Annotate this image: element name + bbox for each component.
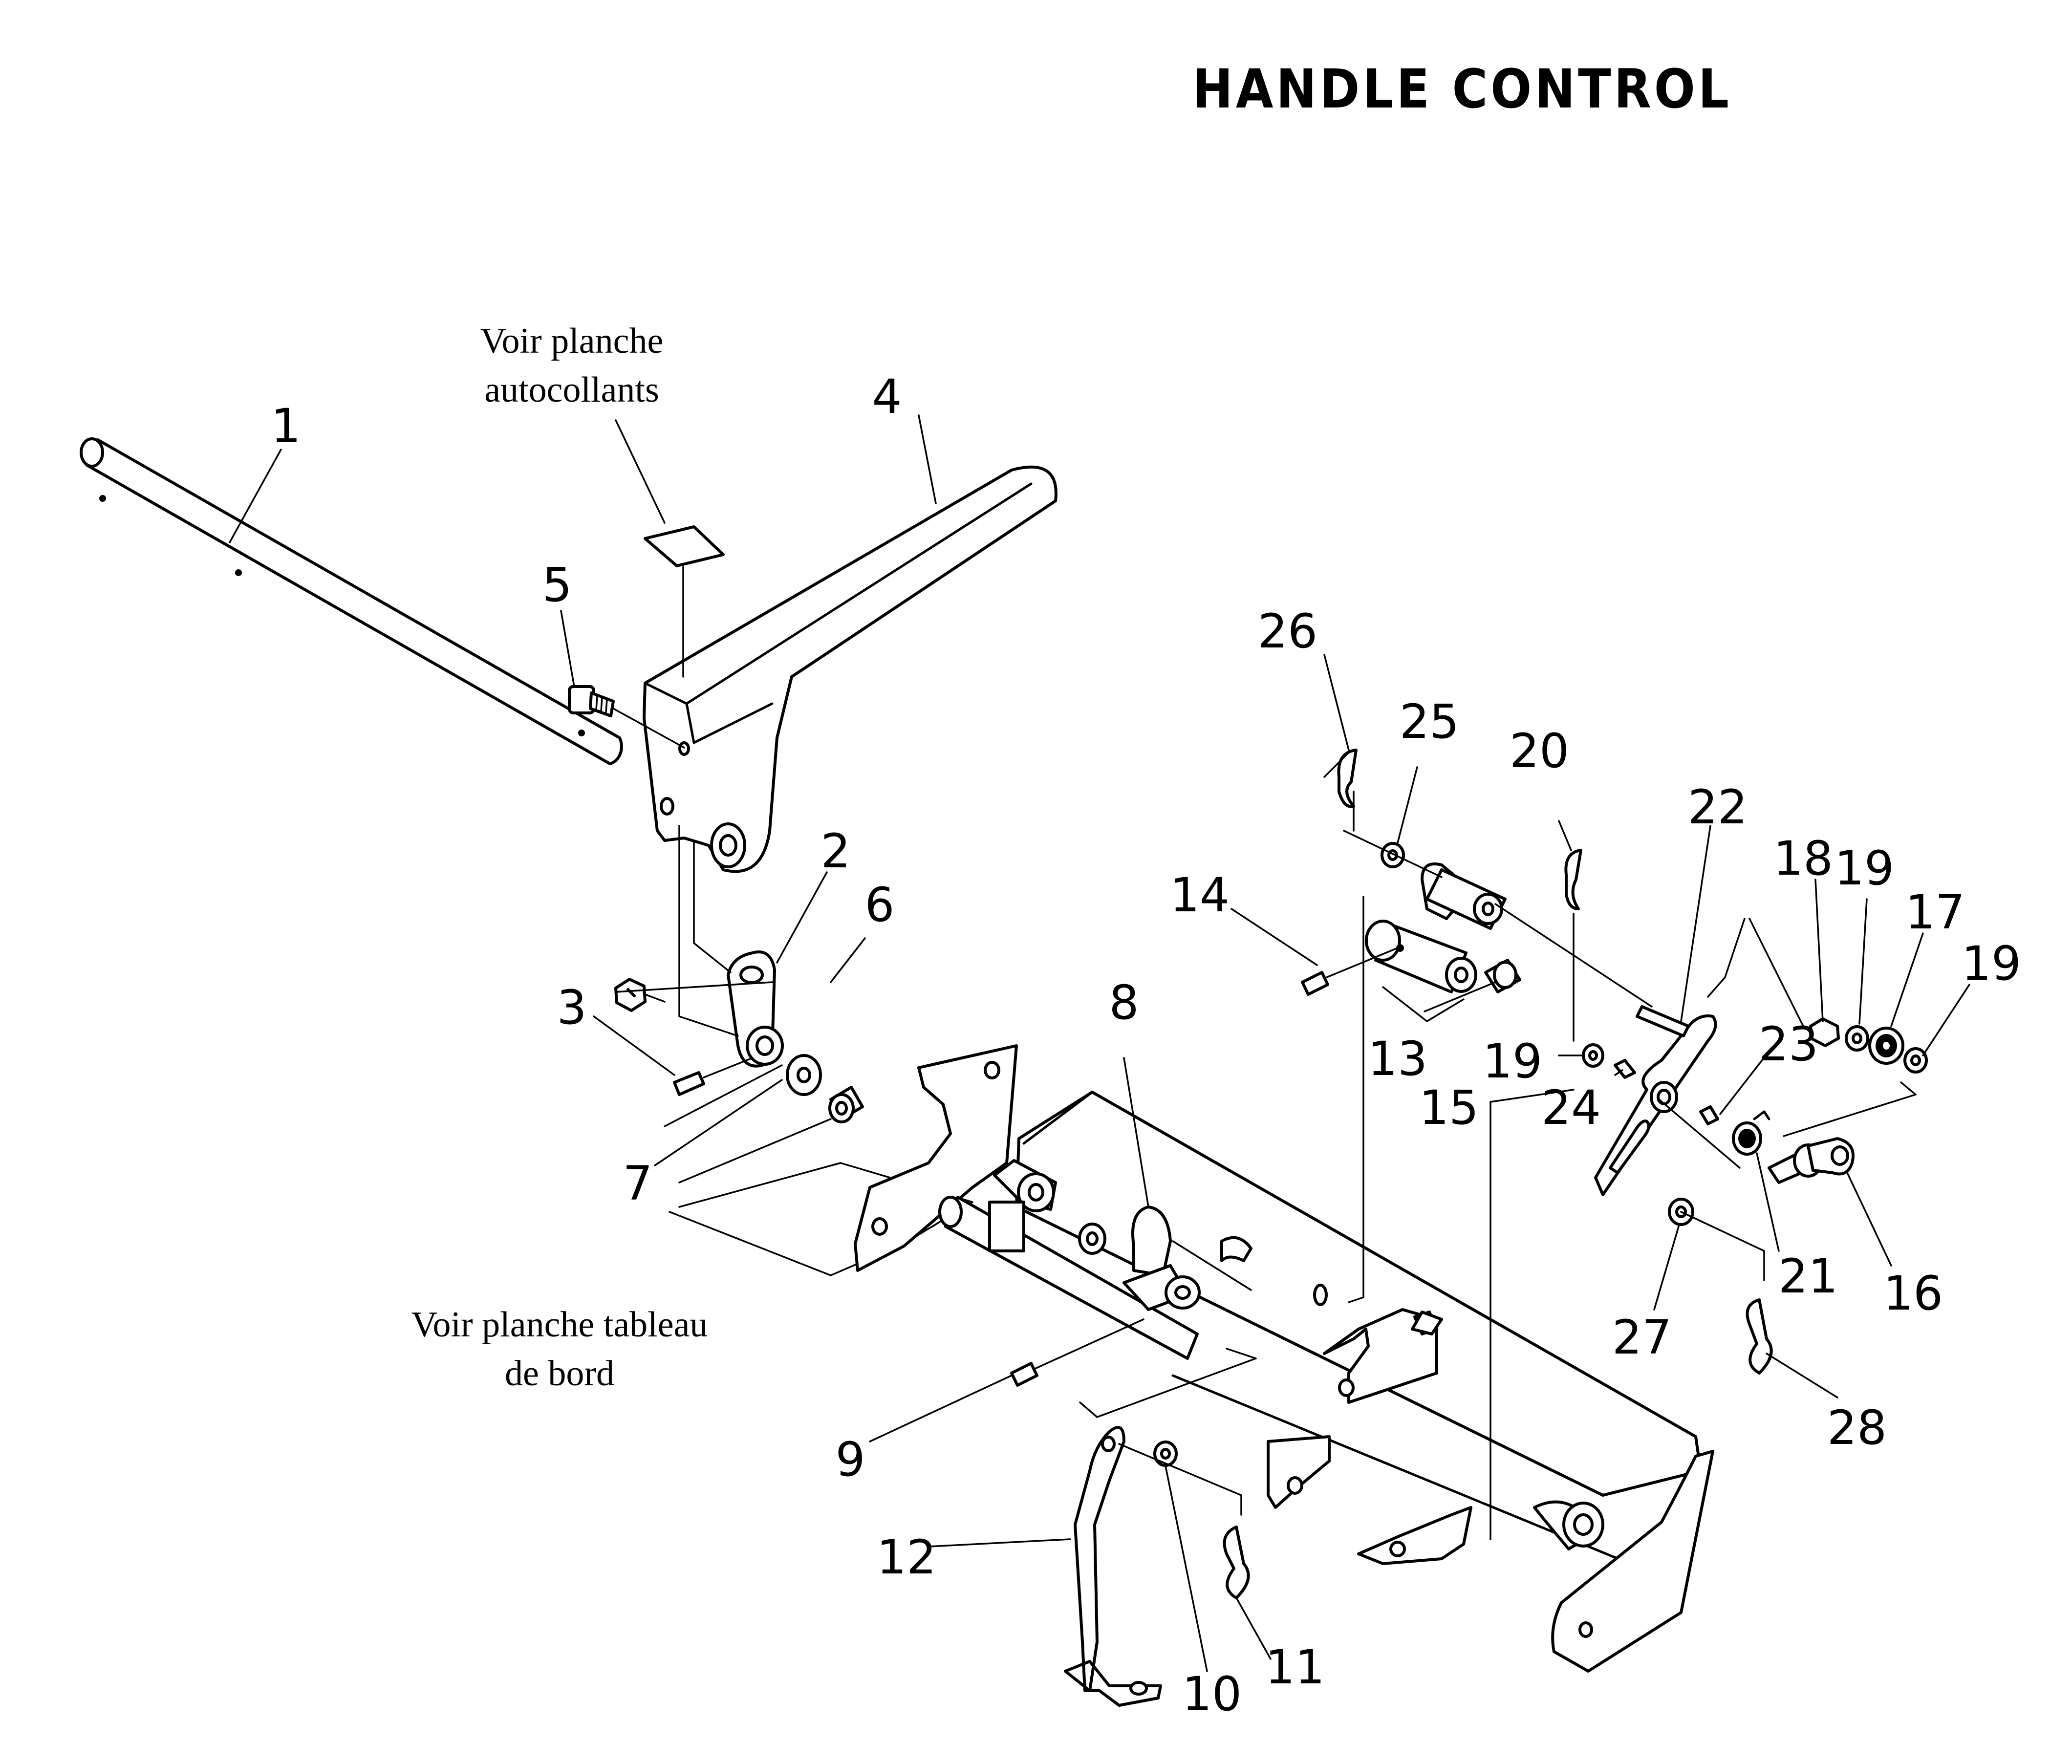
part-23-spacer	[1699, 1105, 1719, 1125]
callout-18: 18	[1773, 831, 1833, 886]
callout-14: 14	[1170, 868, 1230, 923]
retaining-clip	[1220, 1236, 1252, 1262]
callout-19-top: 19	[1835, 841, 1894, 896]
part-7-washer-bushing	[786, 1054, 864, 1123]
callout-8: 8	[1109, 975, 1139, 1030]
callout-26: 26	[1258, 604, 1317, 659]
part-28-clip	[1746, 1298, 1773, 1375]
page-title: HANDLE CONTROL	[1192, 58, 1732, 120]
main-cross-member	[1015, 1091, 1702, 1570]
callout-13: 13	[1368, 1032, 1427, 1086]
part-8-arm-bracket	[1078, 1205, 1201, 1311]
part-12-lower-arm	[1064, 1426, 1162, 1707]
part-5-bolt	[568, 685, 615, 717]
lower-right-bracket	[1357, 1506, 1472, 1565]
part-16-pivot-pin	[1768, 1137, 1855, 1184]
callout-28: 28	[1827, 1400, 1887, 1455]
part-21-spring	[1732, 1110, 1770, 1156]
callout-10: 10	[1182, 1667, 1242, 1721]
callout-11: 11	[1265, 1640, 1325, 1695]
callout-numbers: 1 2 3 4 5 6 7 8 9 10 11 12 13 14 15 16 1…	[271, 369, 2021, 1721]
callout-6: 6	[864, 878, 894, 932]
part-6-nut	[614, 978, 647, 1012]
callout-2: 2	[820, 824, 850, 879]
callout-4: 4	[872, 369, 902, 424]
part-4-handle-lever	[643, 465, 1058, 873]
part-14-pin	[1301, 971, 1329, 996]
callout-23: 23	[1759, 1017, 1818, 1072]
callout-9: 9	[835, 1432, 865, 1487]
slot-hole	[1313, 1284, 1328, 1306]
callout-16: 16	[1883, 1266, 1943, 1321]
note-decals-line2: autocollants	[484, 370, 659, 410]
part-13-arm-pivot	[1365, 862, 1507, 993]
part-11-clip	[1223, 1526, 1250, 1599]
callout-25: 25	[1400, 694, 1459, 749]
note-dashboard-line2: de bord	[505, 1354, 614, 1394]
callout-24: 24	[1541, 1080, 1601, 1135]
part-9-pin	[1010, 1362, 1038, 1387]
part-3-pin	[673, 1071, 705, 1096]
decal-placeholder	[644, 525, 725, 567]
callout-27: 27	[1612, 1310, 1672, 1365]
part-24-spacer	[1614, 1059, 1636, 1079]
left-side-plate	[854, 1044, 1018, 1272]
pivot-shaft	[938, 1159, 1199, 1360]
right-side-plate	[1533, 1450, 1714, 1673]
callout-15: 15	[1419, 1080, 1479, 1135]
callout-leaders	[229, 414, 1970, 1672]
callout-17: 17	[1905, 885, 1965, 940]
part-22-slotted-lever	[1594, 1005, 1717, 1196]
note-dashboard-line1: Voir planche tableau	[411, 1305, 708, 1345]
callout-21: 21	[1778, 1249, 1838, 1304]
callout-3: 3	[557, 980, 586, 1035]
note-decals-line1: Voir planche	[480, 321, 664, 361]
part-1-control-rod	[80, 437, 623, 765]
callout-20: 20	[1510, 724, 1569, 778]
callout-19-right: 19	[1962, 936, 2021, 991]
part-20-clip	[1564, 849, 1582, 910]
callout-19-left: 19	[1483, 1034, 1542, 1089]
callout-12: 12	[877, 1530, 936, 1585]
callout-7: 7	[623, 1156, 652, 1211]
part-2-link-bracket	[727, 950, 784, 1068]
callout-5: 5	[542, 558, 572, 612]
callout-22: 22	[1688, 780, 1748, 835]
callout-1: 1	[271, 399, 301, 453]
